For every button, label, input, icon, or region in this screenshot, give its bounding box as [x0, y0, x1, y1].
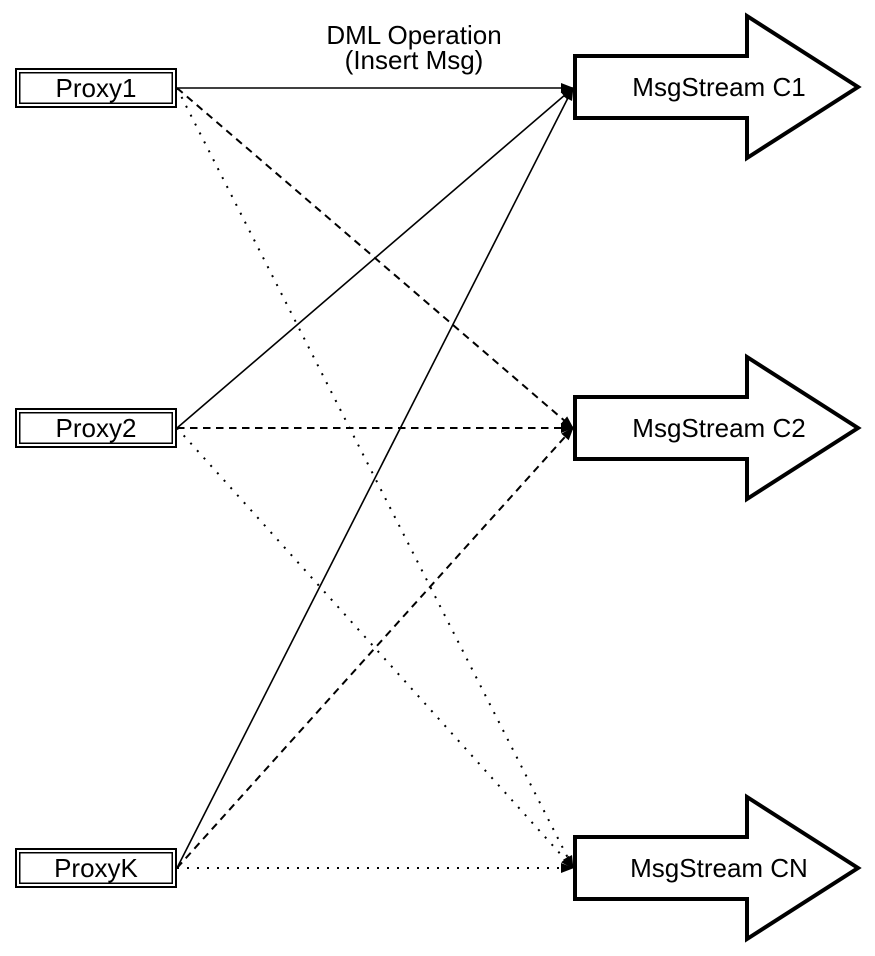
proxyk-label: ProxyK	[54, 853, 138, 883]
proxy2-box: Proxy2	[15, 408, 177, 448]
edge-proxyk-to-c2	[176, 427, 574, 869]
proxyk-box: ProxyK	[15, 848, 177, 888]
msgstream-c1-arrow	[573, 12, 862, 162]
edge-proxy2-to-c1	[176, 87, 574, 429]
title-line-1: DML Operation	[326, 20, 502, 50]
edge-proxy2-to-cn	[176, 427, 574, 869]
proxy1-label: Proxy1	[55, 73, 137, 103]
msgstream-c1-label: MsgStream C1	[632, 72, 806, 102]
msgstream-c2-arrow	[573, 353, 862, 503]
edge-proxyk-to-c1	[176, 87, 574, 869]
title-line-2: (Insert Msg)	[344, 45, 484, 75]
proxy2-label: Proxy2	[55, 413, 137, 443]
stream-arrows	[573, 12, 862, 943]
edges	[176, 83, 574, 873]
msgstream-cn-arrow	[573, 793, 862, 943]
msgstream-cn-label: MsgStream CN	[630, 853, 808, 883]
diagram-title: DML Operation (Insert Msg)	[326, 20, 502, 75]
proxy1-box: Proxy1	[15, 68, 177, 108]
msgstream-c2-label: MsgStream C2	[632, 413, 806, 443]
